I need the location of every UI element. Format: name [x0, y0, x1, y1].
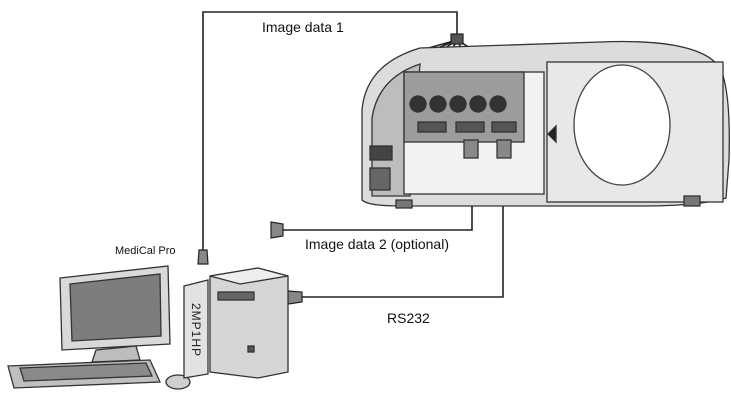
medical-pro-label: MediCal Pro — [115, 245, 176, 257]
rs232-plug — [287, 290, 303, 305]
keyboard-icon — [7, 359, 161, 389]
image-data-1-label: Image data 1 — [262, 19, 344, 35]
calibration-device-panel — [183, 279, 209, 379]
image-data-2-label: Image data 2 (optional) — [305, 236, 449, 252]
image-data-1-cable — [202, 11, 458, 250]
image-data-2-plug — [270, 221, 284, 239]
connector-plugs — [197, 33, 464, 305]
projector-icon — [361, 40, 730, 209]
medical-pro-plug — [197, 249, 209, 265]
pc-tower-icon — [209, 267, 289, 379]
computer-monitor-icon — [59, 265, 171, 363]
device-2mp1hp-label: 2MP1HP — [189, 302, 203, 358]
image-data-1-junction — [450, 33, 464, 45]
rs232-label: RS232 — [387, 310, 430, 326]
